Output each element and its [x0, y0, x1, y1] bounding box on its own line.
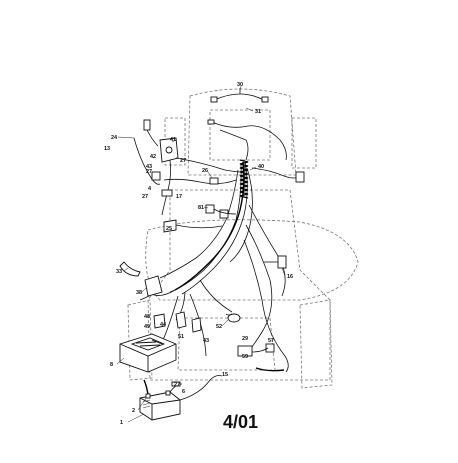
connector-26: [209, 177, 219, 185]
callout-57: 57: [268, 338, 274, 344]
headlight-harness: [207, 88, 287, 161]
connector-57: [265, 343, 275, 353]
rear-connectors: [237, 343, 285, 372]
battery-cables: [143, 375, 223, 401]
callout-42: 42: [150, 154, 156, 160]
right-connector-group: [251, 167, 305, 183]
callout-24: 24: [111, 135, 118, 141]
callout-52: 52: [216, 324, 222, 330]
callout-30: 30: [237, 82, 243, 88]
right-rear-wheel-outline: [299, 299, 333, 389]
callout-40: 40: [258, 164, 264, 170]
callout-59: 59: [242, 354, 248, 360]
cable-27-bottom: [171, 381, 181, 387]
main-harness: [139, 161, 289, 373]
callout-6: 6: [182, 389, 185, 395]
ignition-cluster: [133, 119, 243, 216]
callout-17: 17: [176, 194, 182, 200]
callout-49: 49: [144, 324, 150, 330]
connector-40: [295, 171, 305, 183]
battery: [139, 390, 181, 421]
callout-43b: 43: [203, 338, 209, 344]
switch-49: [175, 311, 187, 329]
callout-33: 33: [116, 269, 122, 275]
fuse-holder-24: [143, 119, 151, 131]
right-front-wheel-outline: [291, 117, 317, 169]
leader-lines: [116, 85, 286, 423]
switch-48: [153, 313, 166, 329]
connector-81: [205, 204, 215, 214]
callout-1: 1: [120, 420, 123, 426]
callout-38: 38: [136, 290, 142, 296]
callout-4: 4: [148, 186, 152, 192]
right-module-group: [264, 255, 287, 269]
callout-labels: 30 31 24 41 42 27 43 27 40 26 27 17 81 2…: [104, 82, 293, 426]
callout-27c: 27: [142, 194, 148, 200]
callout-15: 15: [222, 372, 228, 378]
mid-connectors: [163, 177, 237, 233]
callout-27d: 27: [174, 382, 180, 388]
lever-33: [119, 261, 141, 277]
battery-box: [119, 333, 177, 373]
right-headlight-plug: [261, 96, 269, 103]
connector-29: [237, 345, 253, 357]
callout-41: 41: [170, 137, 176, 143]
connector-81b: [219, 209, 229, 219]
harness-plug-top: [207, 119, 215, 125]
date-code: 4/01: [223, 412, 259, 432]
left-headlight-plug: [210, 96, 218, 103]
callout-27a: 27: [180, 158, 186, 164]
callout-48: 48: [144, 314, 150, 320]
callout-26: 26: [202, 168, 208, 174]
hood-outline: [187, 88, 297, 176]
connector-25: [163, 219, 177, 233]
relay-27: [161, 189, 173, 197]
ignition-key-hole: [165, 146, 173, 154]
grille-outline: [209, 109, 271, 161]
frame-outline: [147, 189, 331, 381]
callout-13: 13: [104, 146, 110, 152]
connector-38: [144, 275, 163, 297]
callout-2: 2: [132, 408, 135, 414]
callout-16: 16: [287, 274, 293, 280]
battery-terminal-neg: [165, 390, 171, 396]
connector-43: [191, 317, 202, 333]
callout-44: 44: [160, 322, 167, 328]
callout-25: 25: [166, 226, 172, 232]
harness-coil: [239, 159, 249, 199]
callout-8: 8: [110, 362, 113, 368]
battery-terminal-pos: [145, 393, 151, 399]
lower-left-connectors: [144, 275, 202, 333]
module-16: [277, 255, 287, 269]
callout-31: 31: [255, 109, 261, 115]
callout-27b: 27: [146, 169, 152, 175]
callout-81: 81: [198, 205, 204, 211]
callout-43: 43: [146, 164, 152, 170]
seat-switch-52: [225, 313, 241, 323]
callout-51: 51: [178, 334, 184, 340]
callout-29: 29: [242, 336, 248, 342]
switch-module-42: [151, 171, 161, 181]
